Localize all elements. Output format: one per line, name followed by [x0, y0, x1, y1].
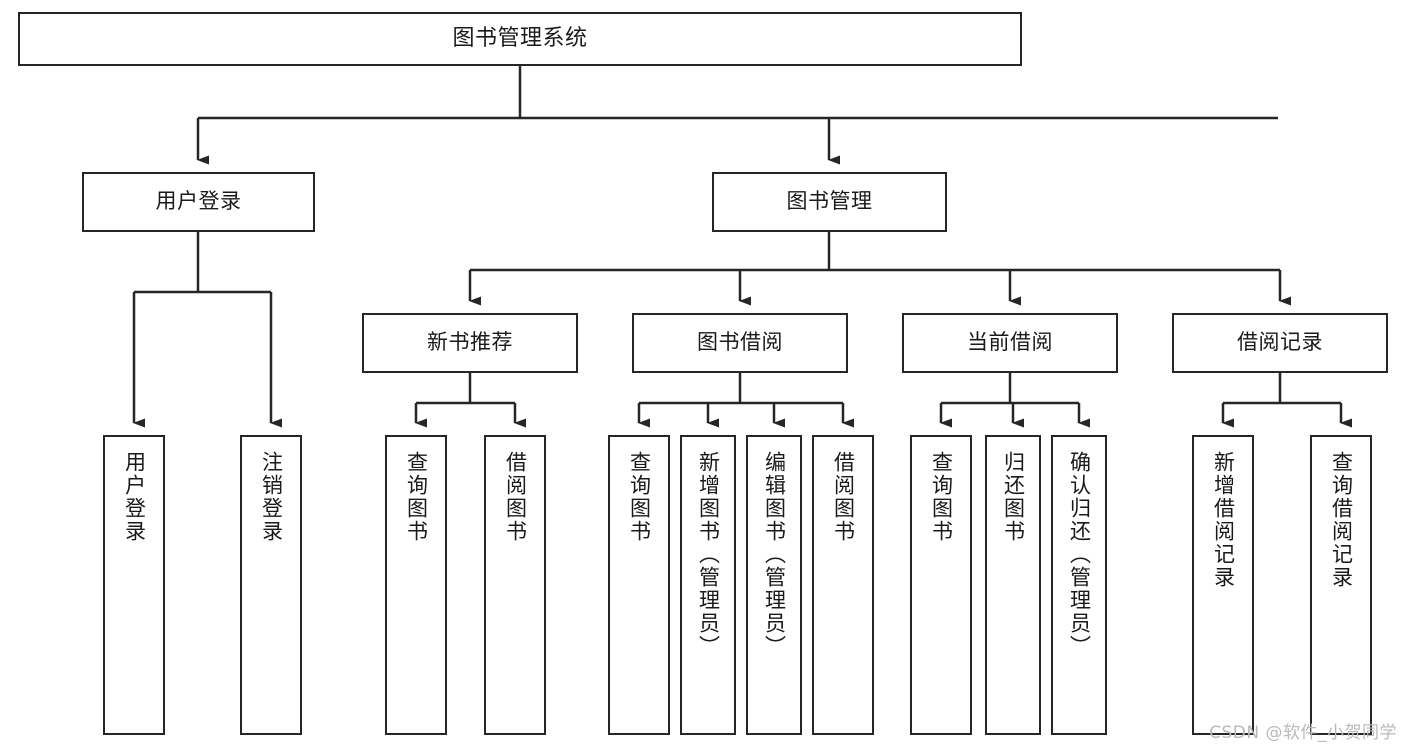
node-level2[interactable]: 用户登录: [82, 172, 315, 232]
node-leaf[interactable]: 查询借阅记录: [1310, 435, 1372, 735]
node-leaf-label: 用户登录: [122, 451, 147, 543]
node-level3-label: 借阅记录: [1237, 330, 1323, 355]
node-level3[interactable]: 新书推荐: [362, 313, 578, 373]
node-root[interactable]: 图书管理系统: [18, 12, 1022, 66]
node-leaf[interactable]: 编辑图书（管理员）: [746, 435, 802, 735]
node-level3[interactable]: 图书借阅: [632, 313, 848, 373]
node-leaf[interactable]: 借阅图书: [812, 435, 874, 735]
node-leaf[interactable]: 借阅图书: [484, 435, 546, 735]
node-leaf[interactable]: 新增图书（管理员）: [680, 435, 736, 735]
node-level3-label: 新书推荐: [427, 330, 513, 355]
node-leaf-label: 借阅图书: [503, 451, 528, 543]
node-level2-label: 图书管理: [786, 189, 873, 214]
node-level2[interactable]: 图书管理: [712, 172, 947, 232]
node-leaf-label: 新增图书（管理员）: [696, 451, 721, 658]
node-level3[interactable]: 借阅记录: [1172, 313, 1388, 373]
node-leaf[interactable]: 归还图书: [985, 435, 1041, 735]
node-level3-label: 图书借阅: [697, 330, 783, 355]
node-leaf-label: 归还图书: [1001, 451, 1026, 543]
node-level2-label: 用户登录: [155, 189, 242, 214]
node-leaf-label: 借阅图书: [831, 451, 856, 543]
node-leaf-label: 新增借阅记录: [1211, 451, 1236, 589]
node-leaf[interactable]: 查询图书: [385, 435, 447, 735]
node-leaf[interactable]: 用户登录: [103, 435, 165, 735]
node-root-label: 图书管理系统: [452, 25, 588, 51]
node-leaf-label: 查询图书: [404, 451, 429, 543]
node-leaf-label: 注销登录: [259, 451, 284, 543]
node-leaf[interactable]: 新增借阅记录: [1192, 435, 1254, 735]
node-level3-label: 当前借阅: [967, 330, 1053, 355]
watermark: CSDN @软件_小贺同学: [1209, 723, 1397, 743]
node-leaf[interactable]: 确认归还（管理员）: [1051, 435, 1107, 735]
node-leaf-label: 查询借阅记录: [1329, 451, 1354, 589]
node-leaf[interactable]: 查询图书: [910, 435, 972, 735]
node-leaf-label: 查询图书: [929, 451, 954, 543]
node-leaf-label: 确认归还（管理员）: [1067, 451, 1092, 658]
node-leaf[interactable]: 注销登录: [240, 435, 302, 735]
node-leaf[interactable]: 查询图书: [608, 435, 670, 735]
node-level3[interactable]: 当前借阅: [902, 313, 1118, 373]
node-leaf-label: 编辑图书（管理员）: [762, 451, 787, 658]
node-leaf-label: 查询图书: [627, 451, 652, 543]
